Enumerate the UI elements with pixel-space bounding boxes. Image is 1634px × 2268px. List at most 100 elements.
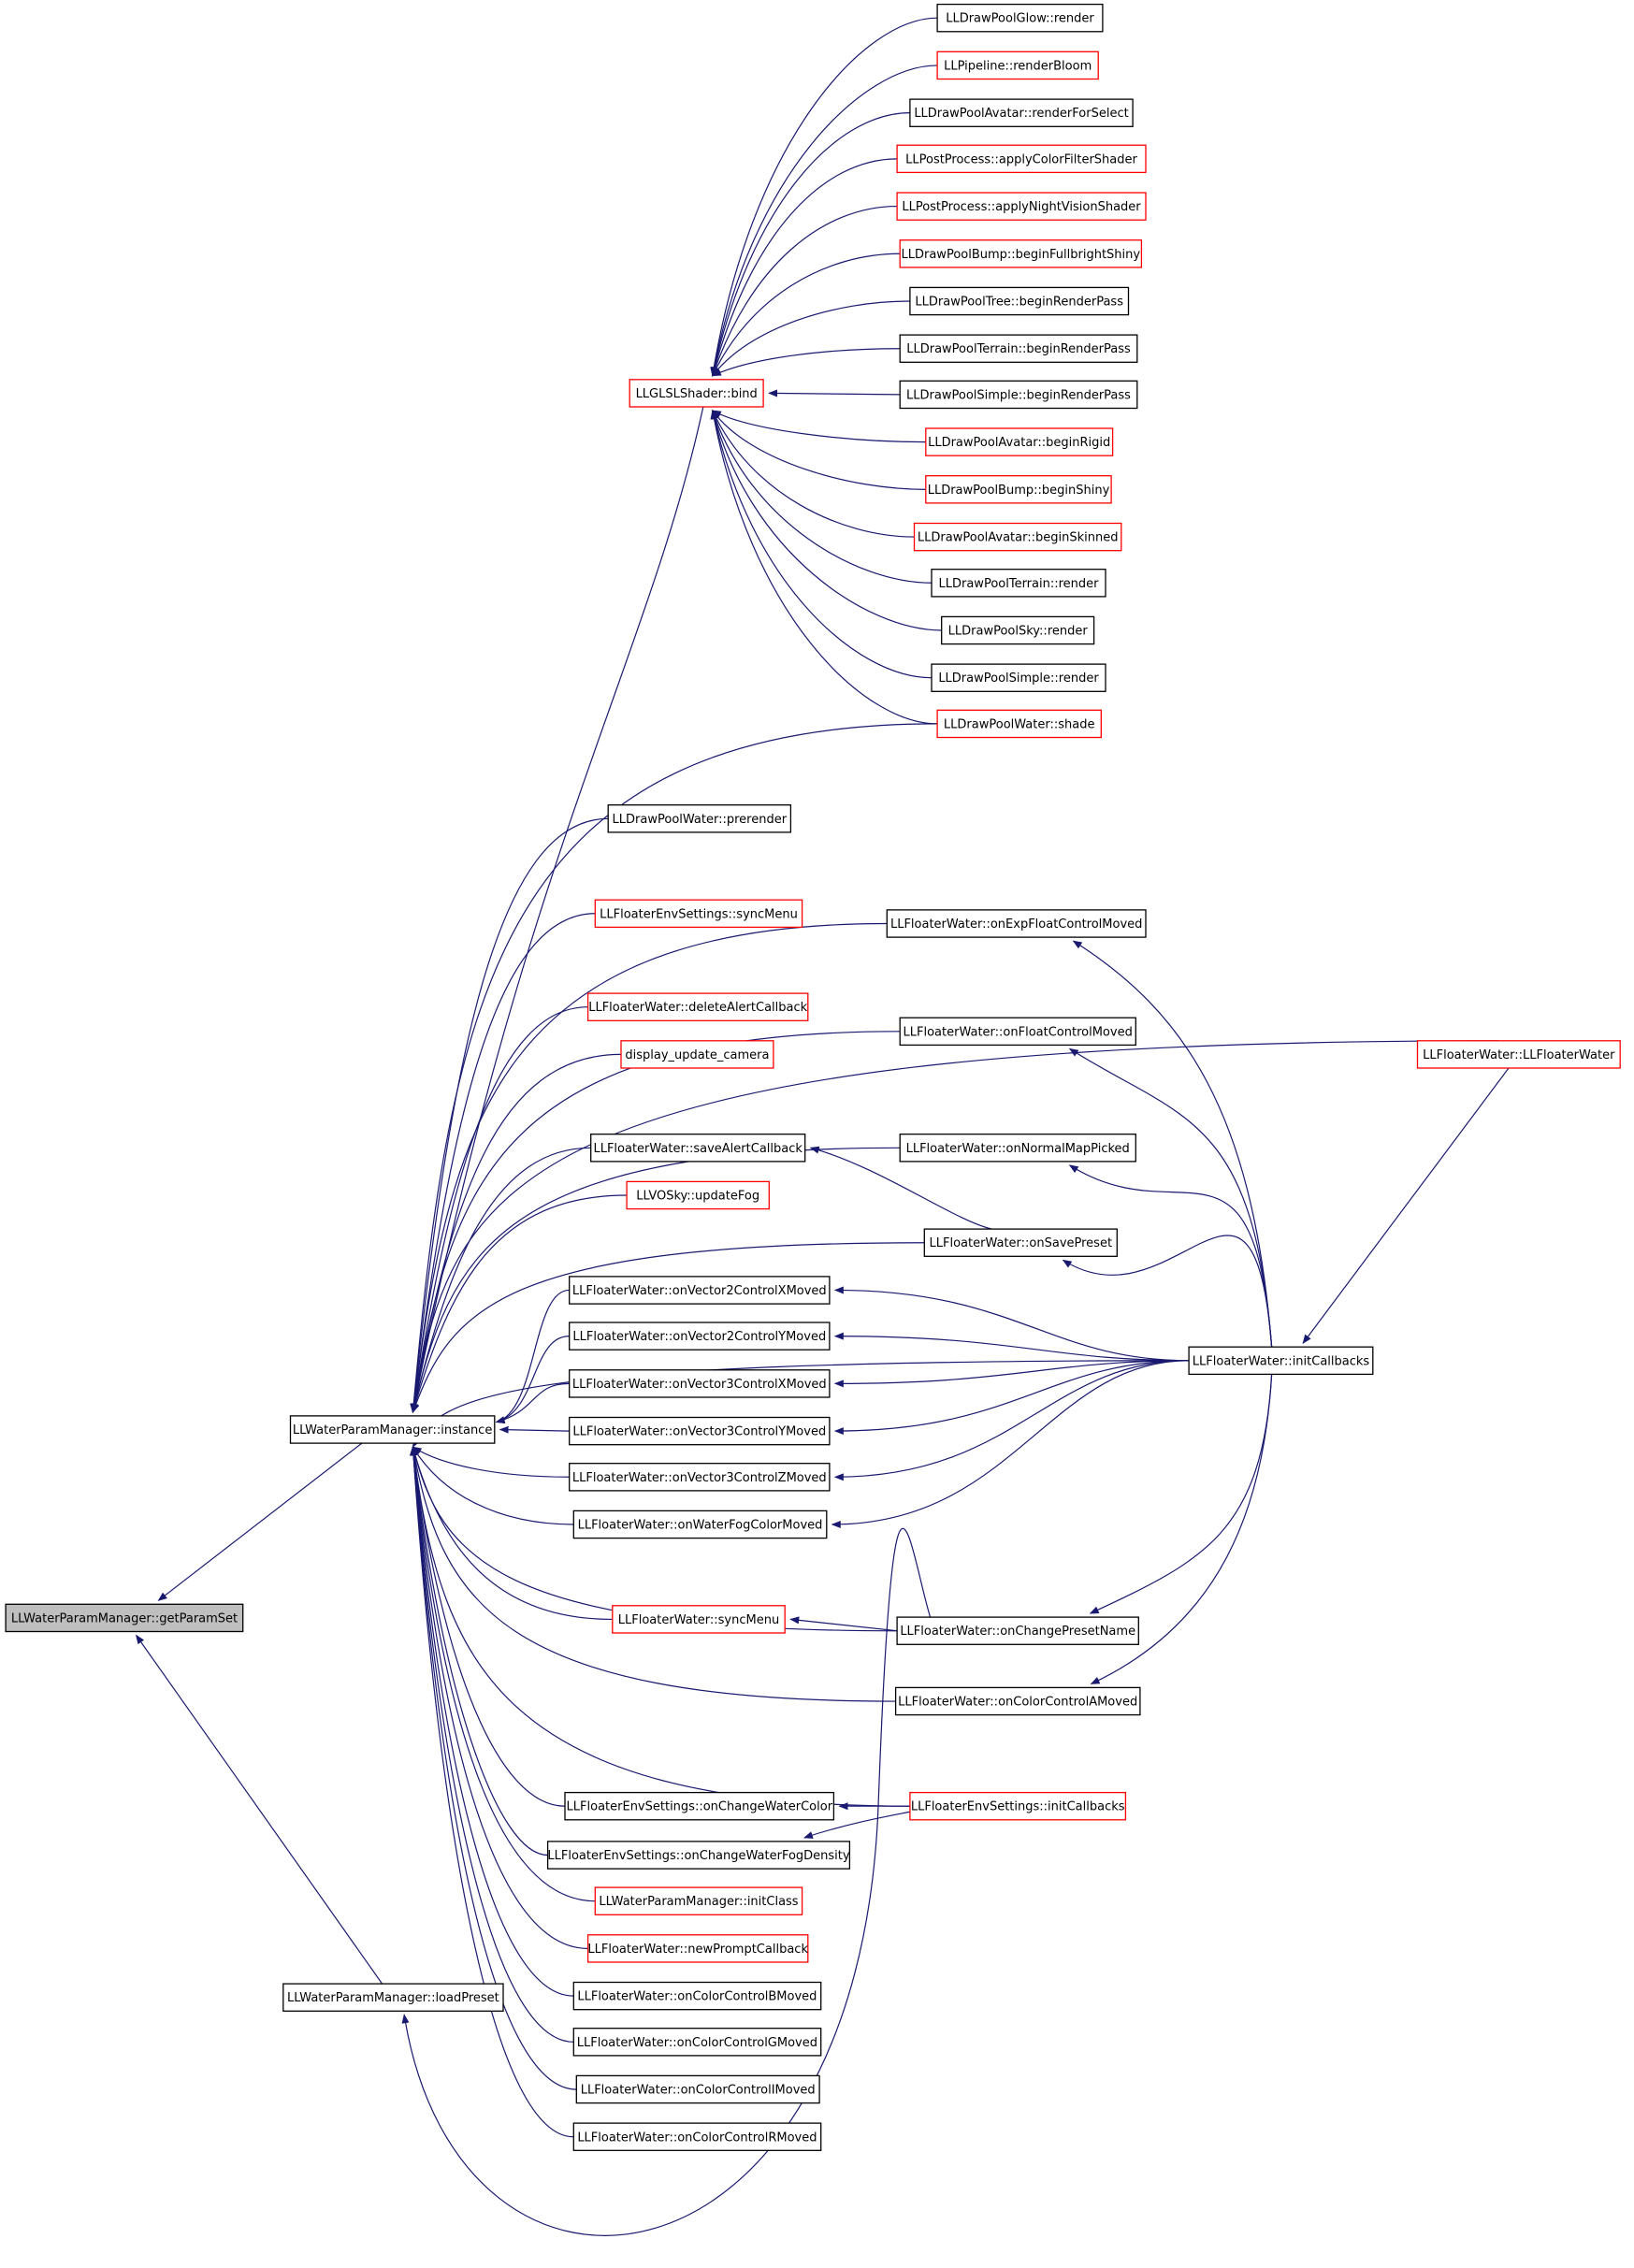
- node-color-i[interactable]: LLFloaterWater::onColorControlIMoved: [575, 2074, 820, 2104]
- node-fullbright-shiny[interactable]: LLDrawPoolBump::beginFullbrightShiny: [899, 239, 1143, 268]
- node-glow-render[interactable]: LLDrawPoolGlow::render: [936, 3, 1104, 33]
- edge-bind-waterShade: [710, 409, 938, 725]
- node-new-prompt[interactable]: LLFloaterWater::newPromptCallback: [586, 1934, 809, 1963]
- node-box: [586, 1934, 809, 1963]
- node-on-save-preset[interactable]: LLFloaterWater::onSavePreset: [923, 1228, 1118, 1257]
- node-box: [899, 239, 1143, 268]
- node-v3y[interactable]: LLFloaterWater::onVector3ControlYMoved: [569, 1416, 831, 1446]
- node-box: [936, 3, 1104, 33]
- node-label: display_update_camera: [625, 1048, 769, 1062]
- node-box: [612, 1605, 786, 1634]
- node-box: [572, 1510, 828, 1539]
- node-box: [569, 1322, 831, 1351]
- node-color-b[interactable]: LLFloaterWater::onColorControlBMoved: [572, 1981, 822, 2011]
- node-ll-floater-water[interactable]: LLFloaterWater::LLFloaterWater: [1416, 1040, 1621, 1069]
- node-begin-shiny[interactable]: LLDrawPoolBump::beginShiny: [925, 475, 1112, 504]
- node-init-callbacks[interactable]: LLFloaterWater::initCallbacks: [1188, 1346, 1374, 1376]
- node-label: LLFloaterWater::onColorControlIMoved: [581, 2084, 816, 2098]
- node-update-fog[interactable]: LLVOSky::updateFog: [626, 1180, 770, 1210]
- node-tree-begin[interactable]: LLDrawPoolTree::beginRenderPass: [909, 286, 1130, 316]
- node-display-camera[interactable]: display_update_camera: [620, 1040, 774, 1069]
- node-init-class[interactable]: LLWaterParamManager::initClass: [594, 1886, 803, 1915]
- node-env-fog-density[interactable]: LLFloaterEnvSettings::onChangeWaterFogDe…: [546, 1841, 851, 1870]
- node-simple-begin[interactable]: LLDrawPoolSimple::beginRenderPass: [899, 380, 1138, 410]
- node-box: [925, 475, 1112, 504]
- edge-instance-envSyncMenu: [410, 913, 596, 1413]
- node-color-r[interactable]: LLFloaterWater::onColorControlRMoved: [572, 2122, 822, 2151]
- edge-instance-displayCamera: [411, 1053, 621, 1413]
- node-render-for-select[interactable]: LLDrawPoolAvatar::renderForSelect: [909, 98, 1134, 127]
- node-save-alert[interactable]: LLFloaterWater::saveAlertCallback: [590, 1134, 806, 1163]
- node-box: [620, 1040, 774, 1069]
- node-load-preset[interactable]: LLWaterParamManager::loadPreset: [282, 1983, 504, 2012]
- edge-instance-v3z: [412, 1446, 570, 1478]
- node-box: [909, 98, 1134, 127]
- edge-initcb-v2y: [833, 1332, 1190, 1362]
- node-render-bloom[interactable]: LLPipeline::renderBloom: [936, 51, 1099, 80]
- node-night-vision[interactable]: LLPostProcess::applyNightVisionShader: [896, 192, 1147, 221]
- node-v2y[interactable]: LLFloaterWater::onVector2ControlYMoved: [569, 1322, 831, 1351]
- node-label: LLFloaterWater::onColorControlGMoved: [577, 2036, 817, 2050]
- node-label: LLDrawPoolBump::beginFullbrightShiny: [902, 248, 1141, 262]
- edge-instance-fogColor: [412, 1446, 574, 1525]
- node-env-sync-menu[interactable]: LLFloaterEnvSettings::syncMenu: [594, 899, 803, 929]
- node-env-water-color[interactable]: LLFloaterEnvSettings::onChangeWaterColor: [564, 1791, 835, 1821]
- node-box: [607, 804, 792, 833]
- node-color-g[interactable]: LLFloaterWater::onColorControlGMoved: [572, 2028, 822, 2057]
- node-label: LLWaterParamManager::getParamSet: [11, 1611, 238, 1625]
- node-sky-render[interactable]: LLDrawPoolSky::render: [941, 615, 1095, 645]
- node-box: [931, 569, 1106, 598]
- node-label: LLDrawPoolSky::render: [948, 625, 1089, 639]
- node-prerender[interactable]: LLDrawPoolWater::prerender: [607, 804, 792, 833]
- node-v3x[interactable]: LLFloaterWater::onVector3ControlXMoved: [569, 1369, 831, 1398]
- node-on-normal-map[interactable]: LLFloaterWater::onNormalMapPicked: [899, 1134, 1136, 1163]
- node-fog-color[interactable]: LLFloaterWater::onWaterFogColorMoved: [572, 1510, 828, 1539]
- node-label: LLGLSLShader::bind: [636, 387, 758, 401]
- node-color-a[interactable]: LLFloaterWater::onColorControlAMoved: [894, 1686, 1141, 1716]
- node-delete-alert[interactable]: LLFloaterWater::deleteAlertCallback: [586, 992, 809, 1021]
- node-label: LLFloaterWater::onColorControlBMoved: [577, 1990, 817, 2004]
- edge-instance-v3x: [495, 1382, 570, 1424]
- node-box: [909, 286, 1130, 316]
- node-on-exp-float[interactable]: LLFloaterWater::onExpFloatControlMoved: [886, 909, 1147, 938]
- node-box: [572, 2028, 822, 2057]
- edge-initcb-colorA: [1090, 1374, 1273, 1684]
- node-water-shade[interactable]: LLDrawPoolWater::shade: [936, 709, 1102, 739]
- node-simple-render[interactable]: LLDrawPoolSimple::render: [931, 663, 1106, 692]
- edge-instance-colorG: [410, 1446, 574, 2043]
- node-begin-skinned[interactable]: LLDrawPoolAvatar::beginSkinned: [913, 522, 1122, 552]
- node-color-filter[interactable]: LLPostProcess::applyColorFilterShader: [896, 144, 1147, 174]
- edge-instance-prerender: [410, 817, 609, 1413]
- node-terrain-begin[interactable]: LLDrawPoolTerrain::beginRenderPass: [899, 334, 1138, 363]
- edge-initcb-onNormalMap: [1068, 1164, 1273, 1348]
- node-begin-rigid[interactable]: LLDrawPoolAvatar::beginRigid: [925, 427, 1114, 456]
- edge-bind-colorFilter: [711, 158, 898, 377]
- node-label: LLFloaterWater::onVector2ControlXMoved: [572, 1284, 827, 1298]
- node-env-init-callbacks[interactable]: LLFloaterEnvSettings::initCallbacks: [909, 1791, 1127, 1821]
- edge-instance-initClass: [410, 1446, 596, 1902]
- node-label: LLFloaterEnvSettings::syncMenu: [600, 907, 798, 921]
- node-label: LLDrawPoolGlow::render: [946, 12, 1094, 26]
- node-get-param-set[interactable]: LLWaterParamManager::getParamSet: [5, 1603, 244, 1633]
- node-terrain-render[interactable]: LLDrawPoolTerrain::render: [931, 569, 1106, 598]
- node-label: LLFloaterEnvSettings::onChangeWaterColor: [567, 1800, 833, 1814]
- node-instance[interactable]: LLWaterParamManager::instance: [289, 1415, 496, 1444]
- edge-bind-renderBloom: [710, 65, 938, 377]
- node-bind[interactable]: LLGLSLShader::bind: [629, 379, 764, 408]
- edge-syncmenu-changepreset: [789, 1616, 898, 1632]
- node-box: [896, 1616, 1139, 1645]
- edge-instance-onSavePreset: [412, 1242, 925, 1413]
- node-on-float[interactable]: LLFloaterWater::onFloatControlMoved: [899, 1017, 1136, 1047]
- node-box: [925, 427, 1114, 456]
- node-v3z[interactable]: LLFloaterWater::onVector3ControlZMoved: [569, 1463, 831, 1492]
- edge-bind-nightVision: [711, 205, 898, 377]
- node-change-preset[interactable]: LLFloaterWater::onChangePresetName: [896, 1616, 1139, 1645]
- edge-loadpreset-changepreset: [401, 1527, 946, 2236]
- edge-initcb-v3z: [833, 1360, 1190, 1481]
- node-label: LLDrawPoolAvatar::beginSkinned: [918, 531, 1119, 545]
- edge-initcb-v3x: [833, 1360, 1190, 1388]
- node-v2x[interactable]: LLFloaterWater::onVector2ControlXMoved: [569, 1276, 831, 1305]
- node-label: LLFloaterWater::newPromptCallback: [587, 1943, 808, 1957]
- edge-initcb-onSavePreset: [1062, 1235, 1273, 1348]
- node-sync-menu[interactable]: LLFloaterWater::syncMenu: [612, 1605, 786, 1634]
